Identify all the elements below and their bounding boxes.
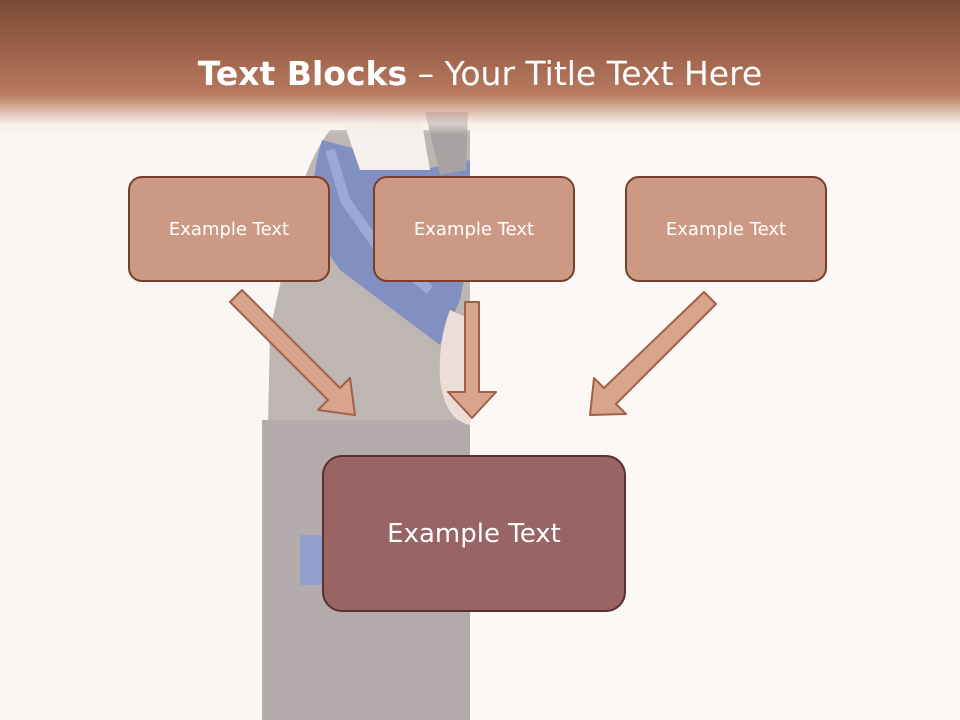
text-block-right[interactable]: Example Text <box>625 176 827 282</box>
text-block-bottom-label: Example Text <box>387 518 561 549</box>
arrow-right <box>589 291 717 416</box>
title-bar <box>0 0 960 135</box>
title-dash: – <box>407 54 445 93</box>
text-block-right-label: Example Text <box>665 218 787 240</box>
text-block-left-label: Example Text <box>168 218 290 240</box>
text-block-middle-label: Example Text <box>413 218 535 240</box>
text-block-middle[interactable]: Example Text <box>373 176 575 282</box>
text-block-left[interactable]: Example Text <box>128 176 330 282</box>
text-block-bottom[interactable]: Example Text <box>322 455 626 612</box>
arrow-middle <box>447 301 497 419</box>
page-title: Text Blocks – Your Title Text Here <box>0 54 960 94</box>
title-bold: Text Blocks <box>197 54 408 93</box>
arrow-left <box>229 289 356 416</box>
title-rest: Your Title Text Here <box>444 54 763 93</box>
